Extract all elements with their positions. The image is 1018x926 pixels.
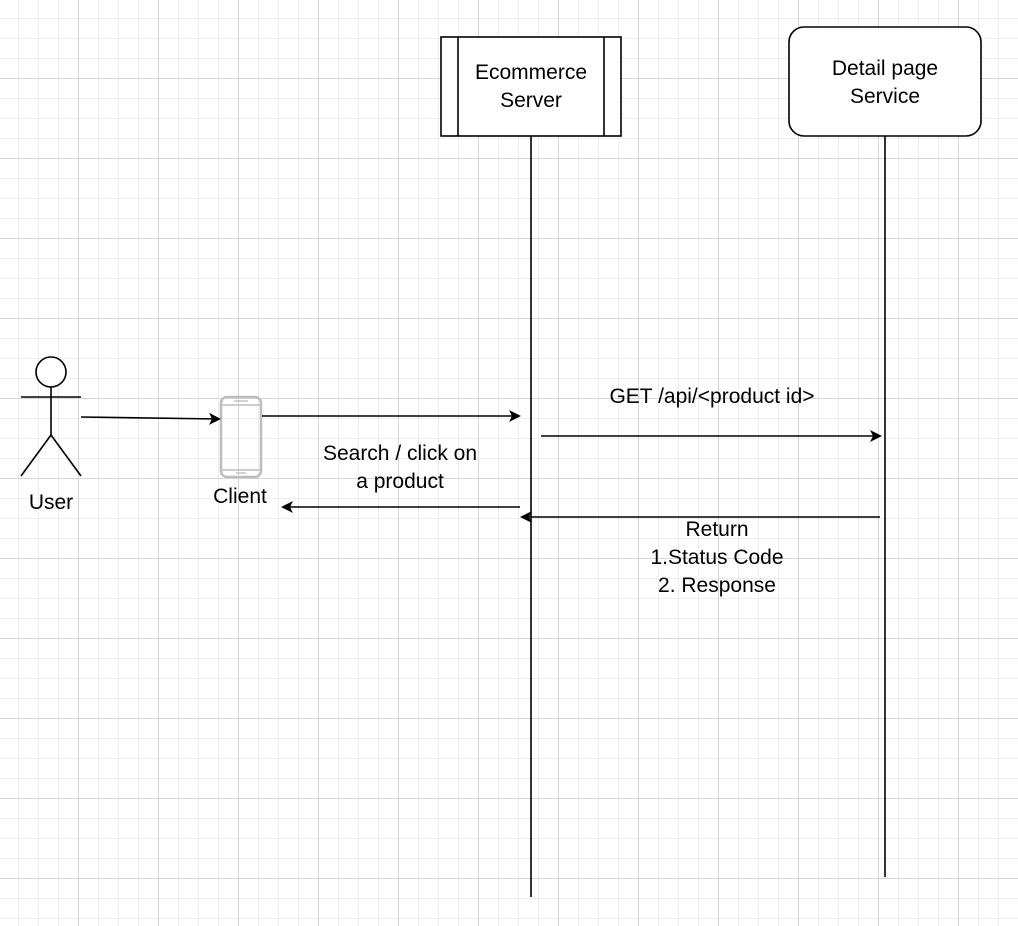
return-label-line3: 2. Response xyxy=(658,574,776,597)
client-label: Client xyxy=(213,485,267,508)
user-to-client-arrow[interactable] xyxy=(80,412,221,425)
get-request-label: GET /api/<product id> xyxy=(609,385,815,408)
return-label-line1: Return xyxy=(685,518,749,541)
mobile-phone-icon[interactable] xyxy=(219,395,263,479)
search-click-label-line2: a product xyxy=(356,470,444,493)
ecommerce-server-label: Ecommerce Server xyxy=(474,60,588,112)
user-label: User xyxy=(28,491,74,514)
return-label-line2: 1.Status Code xyxy=(650,546,784,569)
search-click-label-line1: Search / click on xyxy=(322,442,478,465)
ecommerce-server-box[interactable] xyxy=(440,36,622,137)
detail-service-label: Detail page Service xyxy=(831,57,939,108)
user-actor-icon[interactable] xyxy=(20,356,82,477)
